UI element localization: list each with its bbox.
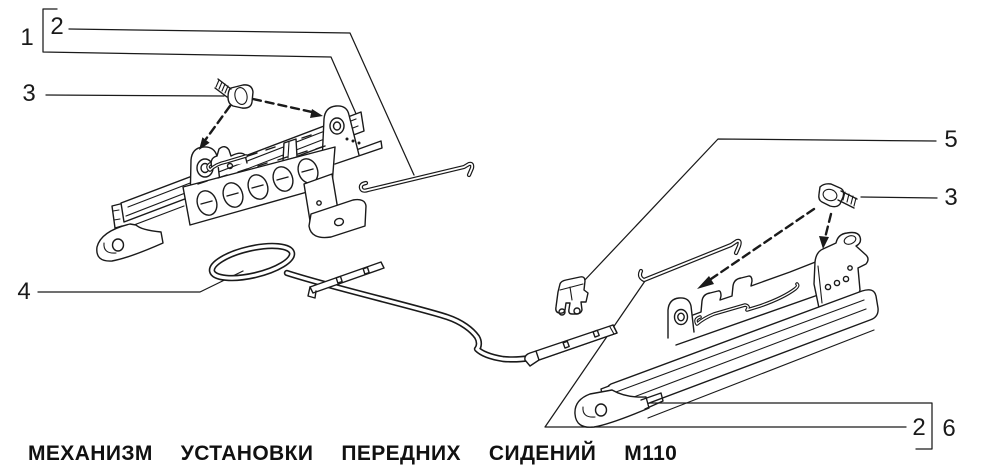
callout-5: 5 bbox=[944, 126, 958, 153]
callout-2-bottom: 2 bbox=[912, 414, 926, 441]
callout-6: 6 bbox=[942, 415, 956, 442]
callout-2-top: 2 bbox=[50, 13, 64, 40]
caption-word: УСТАНОВКИ bbox=[180, 442, 314, 465]
callout-3-right: 3 bbox=[944, 184, 958, 211]
caption-word: М110 bbox=[624, 442, 678, 465]
caption-word: ПЕРЕДНИХ bbox=[341, 442, 461, 465]
callout-lines bbox=[37, 8, 938, 450]
tie-rod-right bbox=[637, 238, 742, 283]
left-seat-rail-assembly bbox=[96, 105, 383, 262]
tie-rod-left bbox=[358, 161, 475, 193]
mounting-bolt-left bbox=[199, 78, 323, 150]
callout-4: 4 bbox=[17, 278, 31, 305]
retaining-clip bbox=[555, 276, 589, 316]
mounting-bolt-right bbox=[697, 183, 858, 289]
caption-word: СИДЕНИЙ bbox=[488, 442, 597, 465]
caption-word: МЕХАНИЗМ bbox=[28, 442, 153, 465]
right-seat-rail-assembly bbox=[574, 231, 879, 428]
torsion-crossbar bbox=[208, 242, 618, 367]
callout-1: 1 bbox=[20, 24, 34, 51]
caption: МЕХАНИЗМ УСТАНОВКИ ПЕРЕДНИХ СИДЕНИЙ М110 bbox=[28, 442, 677, 466]
callout-3-left: 3 bbox=[22, 80, 36, 107]
